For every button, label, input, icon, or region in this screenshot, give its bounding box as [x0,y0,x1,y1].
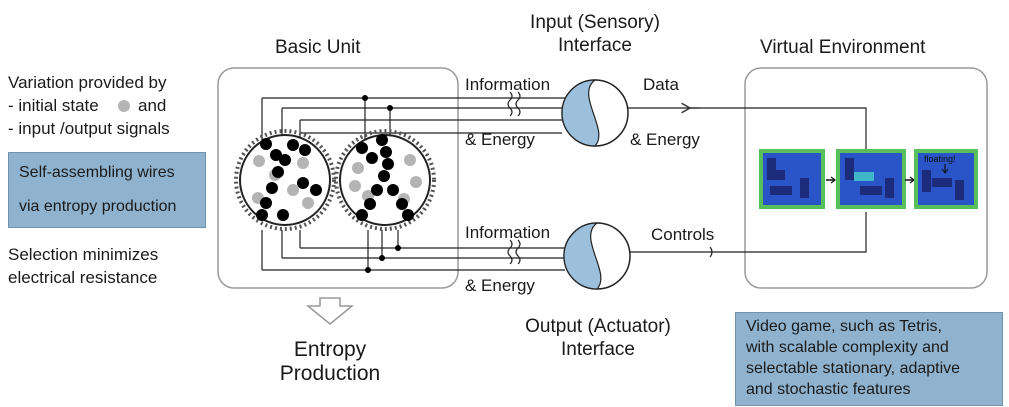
left-sphere [234,129,336,231]
video-game-line1: Video game, such as Tetris, [746,318,942,335]
input-interface-line2: Interface [558,35,632,56]
environment-links [628,102,867,258]
variation-line3: - input /output signals [8,119,170,138]
basic-unit-title: Basic Unit [275,37,361,58]
right-sphere [334,129,436,231]
input-wires [261,91,565,140]
entropy-line1: Entropy [293,338,367,361]
tetris-floating-label: floating! [924,154,956,164]
information-bottom-label: Information [465,223,551,242]
data-label: Data [643,75,679,94]
video-game-box: Video game, such as Tetris, with scalabl… [735,312,1003,406]
controls-label: Controls [651,225,715,244]
energy-bottom-label: & Energy [465,276,535,295]
video-game-line2: with scalable complexity and [746,339,949,356]
self-assembling-line2: via entropy production [19,198,177,215]
gray-ball-legend [118,100,130,112]
selection-line1: Selection minimizes [8,245,159,264]
entropy-arrow [305,297,355,325]
data-energy-label: & Energy [630,130,700,149]
video-game-line4: and stochastic features [746,381,911,398]
virtual-environment-title: Virtual Environment [760,37,926,58]
tetris-screens [759,149,978,209]
variation-and: and [138,96,167,115]
input-interface-line1: Input (Sensory) [530,12,660,33]
output-interface-circle [563,222,631,290]
energy-top-label: & Energy [465,130,535,149]
output-wires [261,230,565,271]
self-assembling-box: Self-assembling wires via entropy produc… [8,152,206,228]
output-interface-line2: Interface [561,339,635,360]
wire-junctions [362,95,401,273]
self-assembling-line1: Self-assembling wires [19,164,175,181]
entropy-line2: Production [279,362,381,385]
variation-line2: - initial state [8,96,99,115]
input-interface-circle [561,79,629,147]
variation-line1: Variation provided by [8,73,167,92]
basic-unit-box [217,67,459,289]
virtual-environment-box [744,67,988,289]
information-top-label: Information [465,75,551,94]
selection-line2: electrical resistance [8,268,158,287]
output-interface-line1: Output (Actuator) [525,316,671,337]
video-game-line3: selectable stationary, adaptive [746,360,961,377]
